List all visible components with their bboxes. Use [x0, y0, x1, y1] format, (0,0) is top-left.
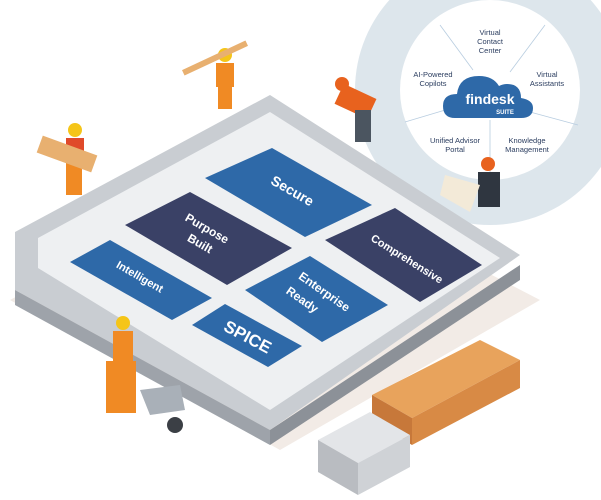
vcc-label: Center [479, 46, 502, 55]
panel-purpose-built: Purpose Built [125, 192, 292, 285]
va-label: Assistants [530, 79, 564, 88]
km-label: Knowledge [508, 136, 545, 145]
suite-dividers [404, 24, 579, 178]
uap-label: Portal [445, 145, 465, 154]
panel-secure: Secure [205, 148, 372, 237]
vcc-label: Contact [477, 37, 504, 46]
wall-side-right [270, 265, 520, 445]
suite-labels: Virtual Contact Center Virtual Assistant… [413, 28, 564, 154]
brick-pallet [318, 412, 410, 495]
vcc-label: Virtual [479, 28, 500, 37]
wall-side-left [15, 290, 270, 445]
brand-name: findesk [465, 91, 514, 107]
worker-icon [36, 123, 98, 195]
worker-icon [334, 77, 377, 142]
cloud-logo: findesk SUITE [443, 76, 533, 118]
uap-label: Unified Advisor [430, 136, 481, 145]
panel-comprehensive: Comprehensive [325, 208, 482, 302]
worker-icon [440, 157, 500, 212]
km-label: Management [505, 145, 550, 154]
ai-label: Copilots [419, 79, 446, 88]
ai-label: AI-Powered [413, 70, 452, 79]
va-label: Virtual [536, 70, 557, 79]
brand-sub: SUITE [496, 110, 514, 116]
worker-icon [106, 316, 185, 433]
worker-icon [182, 40, 248, 109]
panel-enterprise-ready: Enterprise Ready [245, 256, 388, 342]
